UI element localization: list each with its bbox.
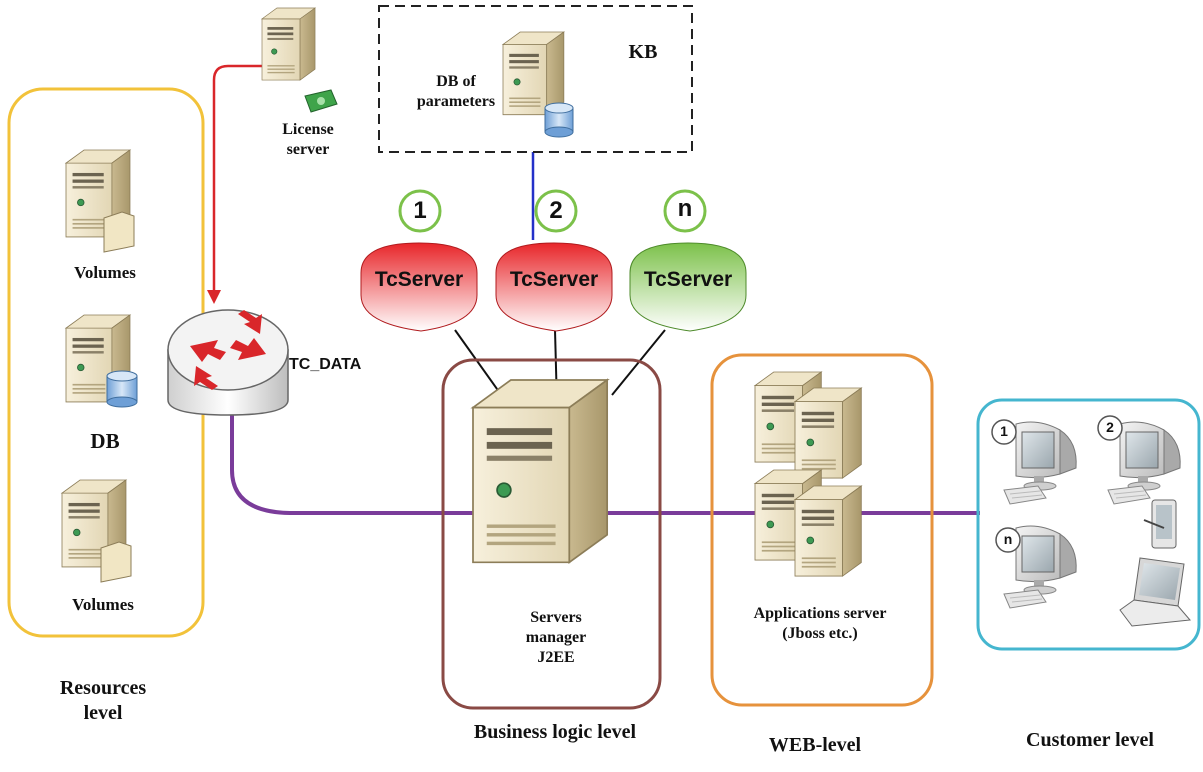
db-label: DB <box>90 429 120 453</box>
client-n-index: n <box>1003 531 1013 547</box>
router-icon <box>167 309 289 416</box>
tcserver-n-label: TcServer <box>643 268 733 291</box>
laptop-icon <box>1119 557 1192 627</box>
folder-top-icon <box>103 211 135 253</box>
tcserver-n-index: n <box>677 195 693 222</box>
folder-bottom-icon <box>100 541 132 583</box>
resources-level-label: Resources level <box>59 677 147 724</box>
volumes-top-label: Volumes <box>74 263 136 282</box>
kb-db-label: DB of parameters <box>416 73 496 110</box>
license-server-icon <box>261 7 316 81</box>
client-n-index-circle <box>995 527 1021 553</box>
client-1-index: 1 <box>1000 423 1008 439</box>
client-2-index-circle <box>1097 415 1123 441</box>
customer-frame <box>976 398 1201 651</box>
license-link-arrowhead <box>207 290 221 304</box>
volumes-bottom-label: Volumes <box>72 595 134 614</box>
license-link <box>212 64 264 300</box>
license-server-label: License server <box>282 121 334 158</box>
tcserver-2-index: 2 <box>549 197 563 224</box>
web-level-label: WEB-level <box>768 734 862 756</box>
web-frame <box>710 353 934 707</box>
tablet-icon <box>1143 499 1177 549</box>
client-1-index-circle <box>991 419 1017 445</box>
customer-level-label: Customer level <box>1026 729 1154 751</box>
servers-manager-label: Servers manager J2EE <box>525 609 587 666</box>
kb-server-icon <box>502 31 565 116</box>
tcserver-2-blob <box>495 242 613 332</box>
tcserver-1-blob <box>360 242 478 332</box>
kb-database-icon <box>544 102 574 138</box>
router-label: TC_DATA <box>289 356 362 373</box>
client-2-index: 2 <box>1106 419 1114 435</box>
db-cylinder-icon <box>106 370 138 408</box>
kb-title: KB <box>628 41 658 63</box>
tcserver-n-index-circle <box>663 189 707 233</box>
app-server-cluster-icon <box>754 371 862 577</box>
kb-frame <box>378 5 693 153</box>
data-bus <box>230 415 980 515</box>
tcserver-1-index-circle <box>398 189 442 233</box>
license-badge-icon <box>304 89 338 113</box>
business-frame <box>441 358 662 710</box>
applications-server-label: Applications server (Jboss etc.) <box>753 605 887 642</box>
tcserver-1-label: TcServer <box>374 268 464 291</box>
tcserver-2-label: TcServer <box>509 268 599 291</box>
business-level-label: Business logic level <box>473 721 637 743</box>
tcserver-1-index: 1 <box>413 197 427 224</box>
tcserver-2-index-circle <box>534 189 578 233</box>
tcserver-n-blob <box>629 242 747 332</box>
servers-manager-icon <box>472 379 609 564</box>
